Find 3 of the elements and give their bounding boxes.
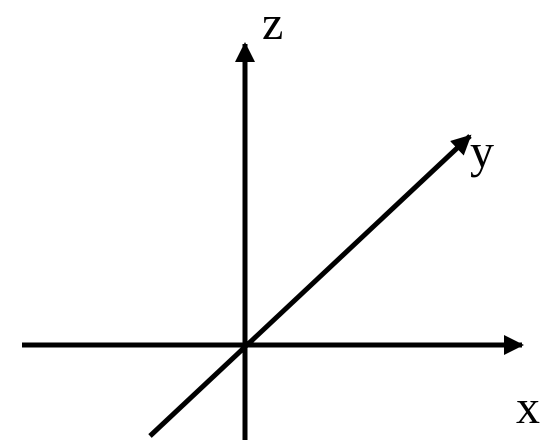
axis-label: z [262, 0, 284, 48]
axis-label: y [470, 128, 494, 176]
axis-label: x [516, 384, 540, 432]
